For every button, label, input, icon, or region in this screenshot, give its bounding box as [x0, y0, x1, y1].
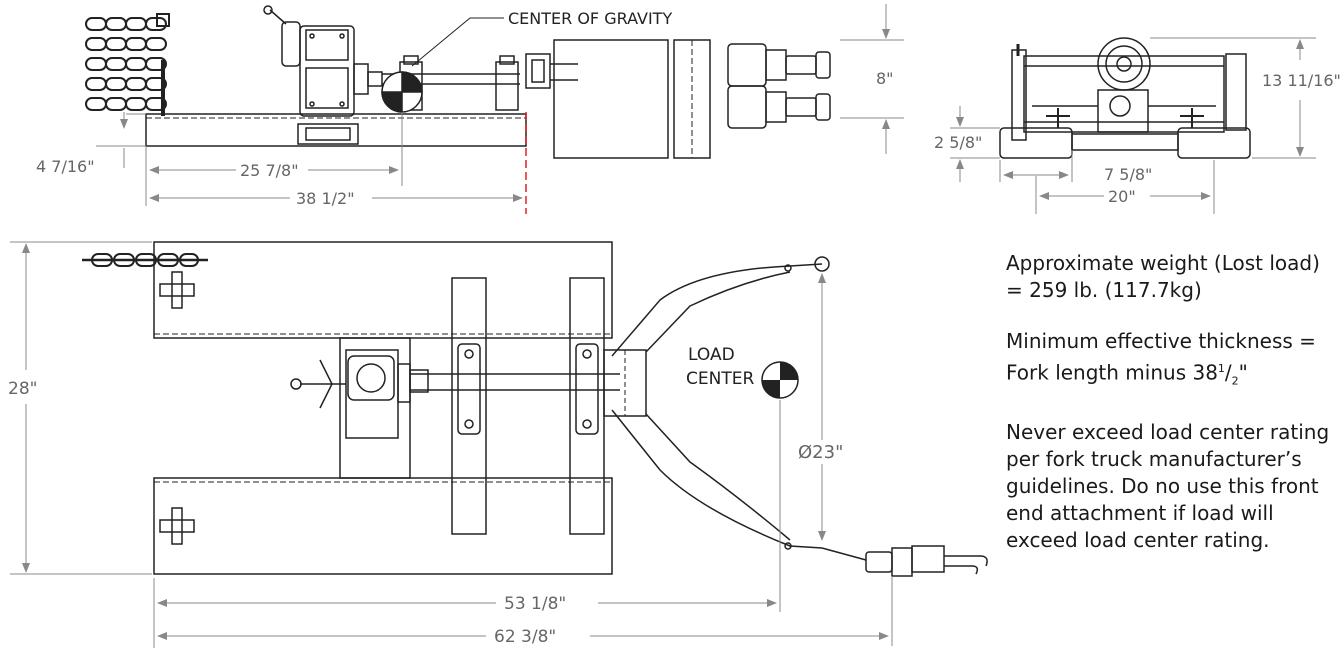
thickness-note-suffix: ": [1238, 360, 1248, 385]
notes-panel: Approximate weight (Lost load) = 259 lb.…: [1006, 250, 1342, 578]
thickness-note-sub: 2: [1231, 374, 1239, 388]
side-height-dim: 8": [876, 69, 894, 88]
load-center-label-line2: CENTER: [686, 369, 754, 389]
warning-note: Never exceed load center rating per fork…: [1006, 419, 1330, 552]
end-inner-width-dim: 7 5/8": [1104, 165, 1152, 184]
end-width-dim: 20": [1108, 187, 1136, 206]
top-view: [82, 241, 988, 577]
thickness-note-slash: /: [1224, 360, 1232, 385]
top-load-center-length-dim: 53 1/8": [504, 594, 566, 614]
side-length-dim: 38 1/2": [296, 189, 355, 208]
end-dimensions: [950, 37, 1316, 214]
load-center-label-line1: LOAD: [688, 345, 735, 365]
weight-note: Approximate weight (Lost load) = 259 lb.…: [1006, 251, 1320, 302]
thickness-note-text: Minimum effective thickness = Fork lengt…: [1006, 329, 1316, 385]
top-chain: [82, 253, 208, 267]
end-height-dim: 13 11/16": [1262, 71, 1341, 90]
top-load-center-symbol: [761, 361, 799, 399]
side-cog-symbol: [381, 71, 423, 113]
side-view: [85, 5, 831, 159]
thickness-note-sup: 1: [1217, 362, 1225, 375]
top-dimensions: [10, 241, 893, 648]
top-overall-length-dim: 62 3/8": [494, 627, 556, 647]
side-cg-height-dim: 4 7/16": [36, 157, 95, 176]
side-dimensions: [96, 4, 904, 214]
top-diameter-dim: Ø23": [798, 442, 843, 463]
side-chain: [85, 13, 170, 116]
side-cg-length-dim: 25 7/8": [240, 161, 299, 180]
top-width-dim: 28": [8, 379, 37, 399]
end-view: [999, 37, 1251, 159]
center-of-gravity-label: CENTER OF GRAVITY: [508, 9, 672, 28]
end-foot-height-dim: 2 5/8": [934, 133, 982, 152]
thickness-note: Minimum effective thickness = Fork lengt…: [1006, 328, 1342, 395]
